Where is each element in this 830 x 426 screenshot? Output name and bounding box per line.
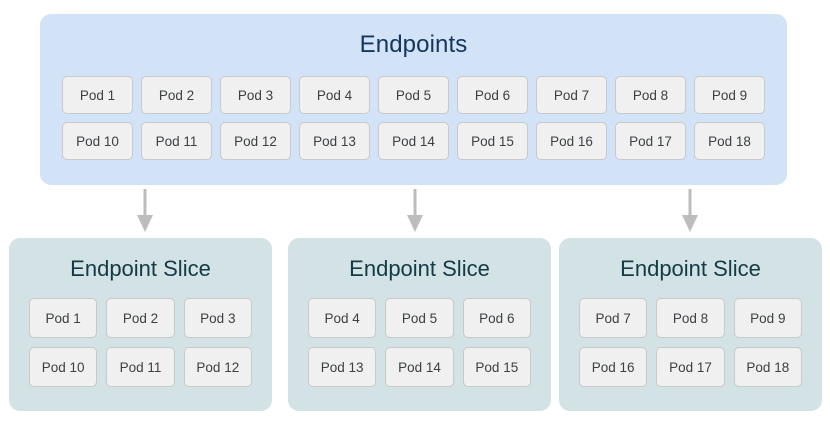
pod-chip[interactable]: Pod 13 <box>299 122 370 160</box>
endpoints-container: Endpoints Pod 1 Pod 2 Pod 3 Pod 4 Pod 5 … <box>40 14 787 185</box>
endpoint-slice-title: Endpoint Slice <box>349 256 490 281</box>
pod-chip[interactable]: Pod 14 <box>378 122 449 160</box>
pod-chip[interactable]: Pod 11 <box>141 122 212 160</box>
pod-chip[interactable]: Pod 1 <box>29 298 98 338</box>
pod-chip[interactable]: Pod 15 <box>457 122 528 160</box>
endpoint-slice-title: Endpoint Slice <box>620 256 761 281</box>
pod-chip[interactable]: Pod 12 <box>220 122 291 160</box>
endpoints-pod-row-2: Pod 10 Pod 11 Pod 12 Pod 13 Pod 14 Pod 1… <box>62 122 765 160</box>
pod-chip[interactable]: Pod 18 <box>694 122 765 160</box>
pod-chip[interactable]: Pod 3 <box>220 76 291 114</box>
endpoint-slice-container-2: Endpoint Slice Pod 4 Pod 5 Pod 6 Pod 13 … <box>288 238 551 411</box>
pod-chip[interactable]: Pod 5 <box>378 76 449 114</box>
pod-chip[interactable]: Pod 1 <box>62 76 133 114</box>
pod-chip[interactable]: Pod 4 <box>299 76 370 114</box>
pod-chip[interactable]: Pod 8 <box>656 298 725 338</box>
pod-chip[interactable]: Pod 5 <box>385 298 454 338</box>
pod-chip[interactable]: Pod 16 <box>536 122 607 160</box>
arrow-down-icon <box>404 189 426 232</box>
endpoint-slice-pod-grid: Pod 7 Pod 8 Pod 9 Pod 16 Pod 17 Pod 18 <box>579 298 802 387</box>
pod-chip[interactable]: Pod 10 <box>62 122 133 160</box>
pod-chip[interactable]: Pod 15 <box>462 347 531 387</box>
endpoint-slice-title: Endpoint Slice <box>70 256 211 281</box>
pod-chip[interactable]: Pod 4 <box>308 298 377 338</box>
endpoint-slice-pod-row-1: Pod 4 Pod 5 Pod 6 <box>308 298 531 338</box>
endpoint-slice-pod-row-1: Pod 1 Pod 2 Pod 3 <box>29 298 252 338</box>
endpoint-slice-pod-row-2: Pod 13 Pod 14 Pod 15 <box>308 347 531 387</box>
pod-chip[interactable]: Pod 2 <box>106 298 175 338</box>
arrow-down-icon <box>679 189 701 232</box>
pod-chip[interactable]: Pod 10 <box>29 347 98 387</box>
pod-chip[interactable]: Pod 16 <box>579 347 648 387</box>
endpoint-slice-container-1: Endpoint Slice Pod 1 Pod 2 Pod 3 Pod 10 … <box>9 238 272 411</box>
pod-chip[interactable]: Pod 12 <box>183 347 252 387</box>
endpoint-slice-pod-row-2: Pod 10 Pod 11 Pod 12 <box>29 347 252 387</box>
pod-chip[interactable]: Pod 6 <box>457 76 528 114</box>
arrow-down-icon <box>134 189 156 232</box>
pod-chip[interactable]: Pod 17 <box>656 347 725 387</box>
endpoints-pod-row-1: Pod 1 Pod 2 Pod 3 Pod 4 Pod 5 Pod 6 Pod … <box>62 76 765 114</box>
endpoint-slice-pod-grid: Pod 4 Pod 5 Pod 6 Pod 13 Pod 14 Pod 15 <box>308 298 531 387</box>
endpoint-slice-pod-row-1: Pod 7 Pod 8 Pod 9 <box>579 298 802 338</box>
endpoints-pod-grid: Pod 1 Pod 2 Pod 3 Pod 4 Pod 5 Pod 6 Pod … <box>62 76 765 160</box>
endpoint-slice-pod-grid: Pod 1 Pod 2 Pod 3 Pod 10 Pod 11 Pod 12 <box>29 298 252 387</box>
pod-chip[interactable]: Pod 14 <box>385 347 454 387</box>
pod-chip[interactable]: Pod 8 <box>615 76 686 114</box>
endpoints-title: Endpoints <box>359 31 468 58</box>
pod-chip[interactable]: Pod 2 <box>141 76 212 114</box>
endpoint-slice-pod-row-2: Pod 16 Pod 17 Pod 18 <box>579 347 802 387</box>
pod-chip[interactable]: Pod 3 <box>183 298 252 338</box>
pod-chip[interactable]: Pod 6 <box>462 298 531 338</box>
pod-chip[interactable]: Pod 17 <box>615 122 686 160</box>
pod-chip[interactable]: Pod 18 <box>733 347 802 387</box>
pod-chip[interactable]: Pod 7 <box>536 76 607 114</box>
pod-chip[interactable]: Pod 9 <box>733 298 802 338</box>
pod-chip[interactable]: Pod 9 <box>694 76 765 114</box>
pod-chip[interactable]: Pod 13 <box>308 347 377 387</box>
pod-chip[interactable]: Pod 11 <box>106 347 175 387</box>
pod-chip[interactable]: Pod 7 <box>579 298 648 338</box>
endpoint-slice-container-3: Endpoint Slice Pod 7 Pod 8 Pod 9 Pod 16 … <box>559 238 822 411</box>
